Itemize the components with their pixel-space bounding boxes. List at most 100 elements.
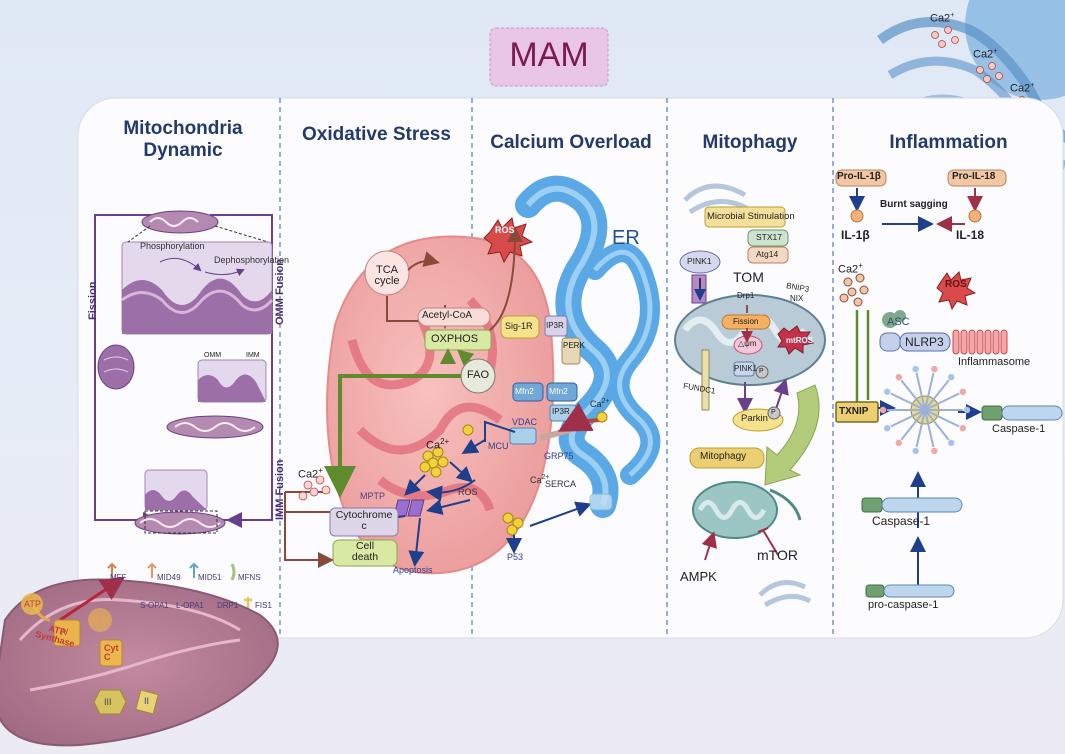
- inflammasome-node: [895, 373, 903, 381]
- inflammasome-node: [912, 365, 919, 373]
- er-label: ER: [612, 227, 640, 249]
- inflammasome-spoke: [924, 409, 950, 441]
- inflammasome-spoke: [924, 379, 950, 411]
- delta-psi-label: △ψm: [738, 339, 757, 348]
- atp-label: ATP: [24, 599, 41, 609]
- ca-main-sup: 2+: [440, 437, 450, 446]
- ca-main-text: Ca: [426, 439, 441, 452]
- caspase1-mid-label: Caspase-1: [872, 514, 931, 528]
- inflammasome-node: [959, 425, 967, 432]
- il1b-label: IL-1β: [841, 228, 870, 242]
- ampk-label: AMPK: [680, 569, 717, 584]
- dephosphorylation-label: Dephosphorylation: [214, 255, 290, 265]
- ca-left-sup: +: [318, 466, 323, 475]
- inflammasome-spoke: [915, 409, 926, 448]
- fission-label: Fission: [87, 281, 99, 320]
- ca-inflam-label: Ca2+: [838, 262, 863, 276]
- corner-ca2-text: Ca2: [973, 48, 994, 61]
- ca-serca-text: Ca: [530, 475, 542, 485]
- grp75-label: GRP75: [544, 451, 574, 461]
- pink1-top-label: PINK1: [687, 256, 712, 266]
- tca-cycle-label: TCA cycle: [374, 264, 400, 287]
- phospho-p1-label: P: [759, 368, 764, 375]
- ca-er-text: Ca: [590, 399, 602, 409]
- caspase1-right-label: Caspase-1: [992, 423, 1046, 435]
- mfn2-b-label: Mfn2: [549, 386, 568, 396]
- fao-label: FAO: [467, 369, 490, 381]
- inflammasome-node: [879, 406, 887, 414]
- acetyl-coa-label: Acetyl-CoA: [422, 310, 473, 321]
- vdac-label: VDAC: [512, 417, 538, 427]
- omm-fusion-label: OMM Fusion: [274, 259, 286, 325]
- legend-mid51: MID51: [198, 573, 222, 582]
- ros-mid-label: ROS: [458, 487, 478, 497]
- inflammasome-spoke: [924, 392, 960, 411]
- cyt-c-label: Cyt C: [104, 643, 119, 662]
- legend-mfns: MFNS: [238, 573, 261, 582]
- corner-ca2-sup: +: [993, 48, 998, 55]
- legend-mid49: MID49: [157, 573, 181, 582]
- nlrp3-label: NLRP3: [905, 335, 944, 349]
- endoplasmic-reticulum: [461, 175, 661, 554]
- inflammasome-spoke: [924, 409, 960, 428]
- inflammasome-node: [883, 388, 891, 395]
- parkin-label: Parkin: [741, 413, 768, 424]
- inflammasome-node: [931, 365, 938, 373]
- cytochrome-c-label: Cytochrome c: [335, 509, 393, 532]
- corner-ca3-text: Ca2: [1010, 82, 1031, 95]
- inflammasome-spoke: [890, 392, 926, 411]
- main-panel: [77, 97, 1064, 639]
- il18-label: IL-18: [956, 228, 985, 242]
- inflammasome-spoke: [890, 409, 926, 428]
- inflammasome-node: [912, 447, 919, 455]
- nix-label: NIX: [790, 294, 804, 303]
- pink1-mid-label: PINK1: [734, 364, 758, 373]
- corner-ca1-label: Ca2+: [930, 12, 954, 25]
- ip3r-top-label: IP3R: [546, 321, 564, 330]
- ca-inflam-sup: +: [858, 261, 863, 270]
- inflammasome-spoke: [915, 372, 926, 411]
- mtor-label: mTOR: [757, 547, 798, 563]
- imm-label: IMM: [246, 352, 260, 359]
- oxphos-label: OXPHOS: [431, 333, 479, 345]
- complex-iv-label: IV: [60, 627, 69, 637]
- inflammasome-node: [947, 439, 955, 447]
- atg14-label: Atg14: [756, 249, 779, 259]
- inflammasome-node: [895, 439, 903, 447]
- heading-mitophagy: Mitophagy: [702, 132, 798, 153]
- inflammasome-node: [931, 447, 938, 455]
- inflammasome-spoke: [900, 409, 926, 441]
- corner-ca2-label: Ca2+: [973, 48, 997, 61]
- serca-label: SERCA: [545, 479, 577, 489]
- mfn2-a-label: Mfn2: [515, 386, 534, 396]
- cell-death-label: Cell death: [351, 540, 379, 563]
- apoptosis-label: Apoptosis: [393, 565, 433, 575]
- imm-fusion-label: IMM Fusion: [274, 459, 286, 521]
- perk-label: PERK: [563, 341, 585, 350]
- corner-ca1-text: Ca2: [930, 12, 951, 25]
- pro-il18-label: Pro-IL-18: [952, 171, 996, 182]
- corner-ca3-sup: +: [1030, 82, 1035, 89]
- phosphorylation-label: Phosphorylation: [140, 241, 205, 251]
- pro-caspase1-label: pro-caspase-1: [868, 599, 939, 611]
- mcu-label: MCU: [488, 441, 509, 451]
- ip3r-mid-label: IP3R: [552, 407, 570, 416]
- inflammasome-spoke: [924, 409, 935, 448]
- legend-drp1: DRP1: [217, 601, 239, 610]
- inflammasome-node: [959, 388, 967, 395]
- inflammasome-label: Inflammasome: [958, 356, 1031, 368]
- mitophagy-box-label: Mitophagy: [700, 451, 747, 462]
- ca-er-label: Ca2+: [590, 398, 610, 409]
- pro-il1b-label: Pro-IL-1β: [837, 171, 881, 182]
- heading-oxidative-stress: Oxidative Stress: [302, 124, 451, 145]
- inflammasome-node: [963, 406, 971, 414]
- heading-mitochondria-dynamic: Mitochondria Dynamic: [123, 118, 243, 161]
- ca-left-text: Ca2: [298, 468, 319, 481]
- sig-1r-label: Sig-1R: [505, 321, 533, 331]
- inflammation-diagram: [835, 169, 1063, 598]
- heading-calcium-overload: Calcium Overload: [490, 132, 652, 153]
- ros-inflam-label: ROS: [945, 279, 967, 290]
- legend-l-opa1: L-OPA1: [176, 601, 204, 610]
